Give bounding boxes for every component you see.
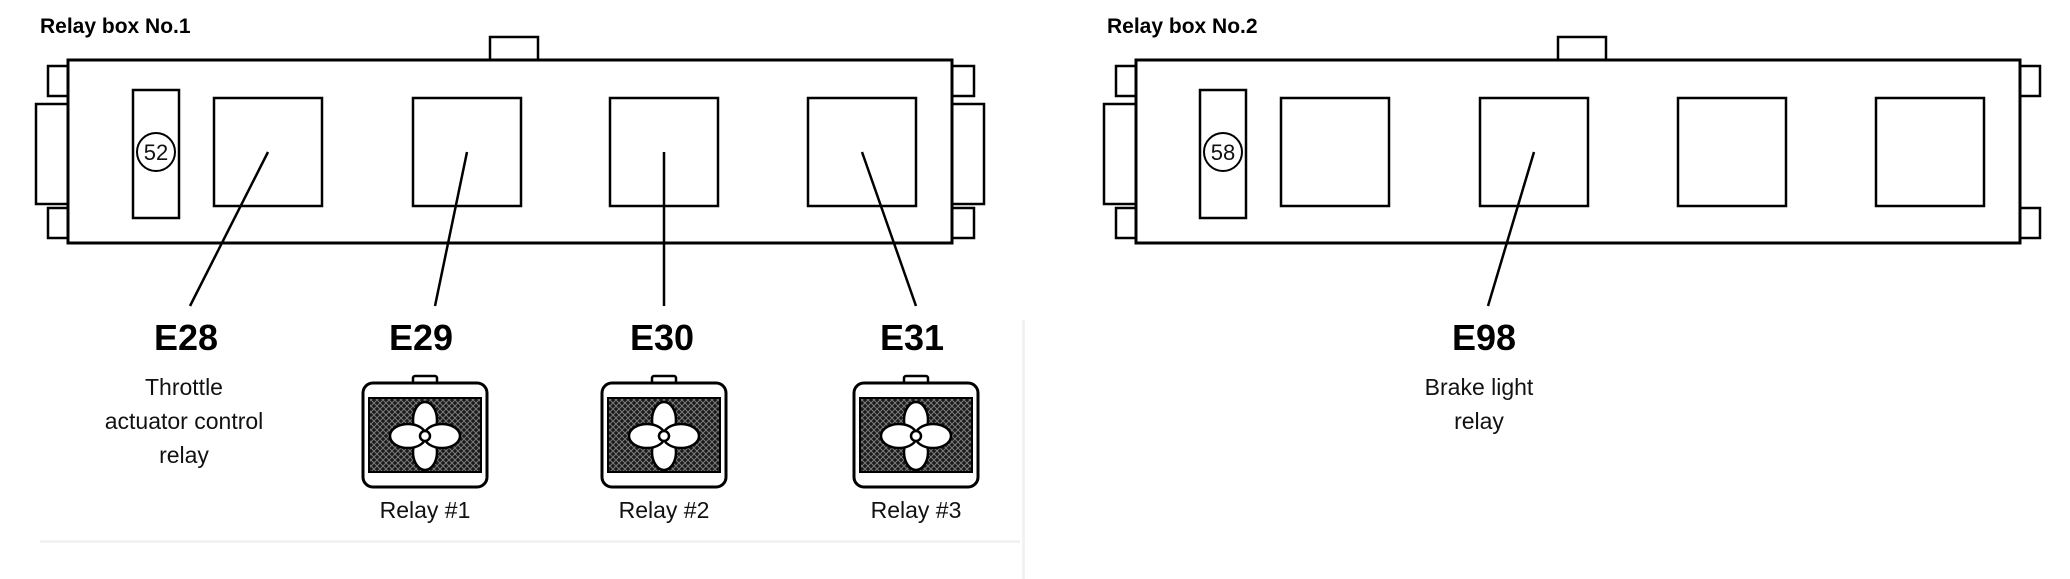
separator-line	[40, 540, 1020, 543]
label-e30: E30	[630, 317, 694, 358]
relay-socket	[1279, 96, 1391, 208]
relay-box-1: Relay box No.1 52 E28 E29 E30 E31	[34, 15, 986, 523]
label-e98: E98	[1452, 317, 1516, 358]
badge-circle	[136, 132, 176, 172]
label-e29: E29	[389, 317, 453, 358]
mount-bracket	[948, 102, 986, 206]
leader-line-e29	[433, 151, 469, 307]
fan-relay-icon	[361, 374, 489, 489]
mount-bracket	[34, 102, 72, 206]
relay-box-1-badge: 52	[144, 140, 168, 165]
relay-socket	[1874, 96, 1986, 208]
leader-line-e31	[860, 151, 918, 307]
mount-bracket	[1102, 102, 1140, 206]
relay-box-2-badge: 58	[1211, 140, 1235, 165]
relay-socket	[1676, 96, 1788, 208]
desc-e28-line: Throttle	[145, 374, 223, 400]
desc-e98-line: relay	[1454, 408, 1504, 434]
desc-e28-line: actuator control	[105, 408, 264, 434]
desc-e28-line: relay	[159, 442, 209, 468]
relay-label-2: Relay #2	[619, 497, 710, 523]
separator-line	[1022, 320, 1025, 579]
badge-circle	[1203, 132, 1243, 172]
relay-box-2: Relay box No.2 58 E98 Brake light relay	[1102, 15, 2042, 434]
mount-bracket	[948, 206, 976, 240]
leader-line-e98	[1486, 151, 1536, 307]
relay-label-1: Relay #1	[380, 497, 471, 523]
leader-line-e28	[188, 151, 270, 307]
desc-e98-line: Brake light	[1425, 374, 1534, 400]
relay-box-1-title: Relay box No.1	[40, 15, 191, 38]
label-e31: E31	[880, 317, 944, 358]
fan-relay-icon	[852, 374, 980, 489]
relay-label-3: Relay #3	[871, 497, 962, 523]
relay-box-2-title: Relay box No.2	[1107, 15, 1258, 38]
label-e28: E28	[154, 317, 218, 358]
fan-relay-icon	[600, 374, 728, 489]
mount-bracket	[948, 64, 976, 98]
relay-socket-e29	[411, 96, 523, 208]
